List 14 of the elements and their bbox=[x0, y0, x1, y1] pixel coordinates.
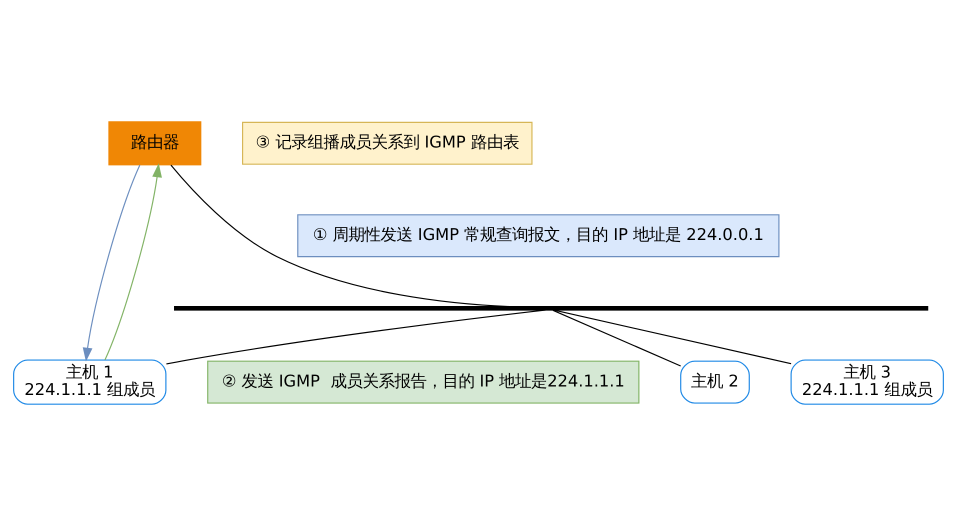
node-box: ③ 记录组播成员关系到 IGMP 路由表 bbox=[242, 121, 532, 164]
node-box: ① 周期性发送 IGMP 常规查询报文，目的 IP 地址是 224.0.0.1 bbox=[296, 214, 779, 257]
node-box: 主机 1 224.1.1.1 组成员 bbox=[12, 358, 166, 404]
arrow bbox=[82, 164, 140, 362]
node-box: 主机 2 bbox=[680, 360, 750, 404]
arrow bbox=[104, 162, 162, 360]
connector bbox=[170, 164, 509, 307]
connector bbox=[553, 309, 791, 364]
connector bbox=[552, 309, 680, 366]
node-box: 路由器 bbox=[108, 120, 201, 165]
node-box: ② 发送 IGMP 成员关系报告，目的 IP 地址是224.1.1.1 bbox=[206, 360, 639, 404]
connector bbox=[166, 309, 546, 364]
node-box: 主机 3 224.1.1.1 组成员 bbox=[790, 358, 944, 404]
node-bar bbox=[174, 306, 928, 310]
